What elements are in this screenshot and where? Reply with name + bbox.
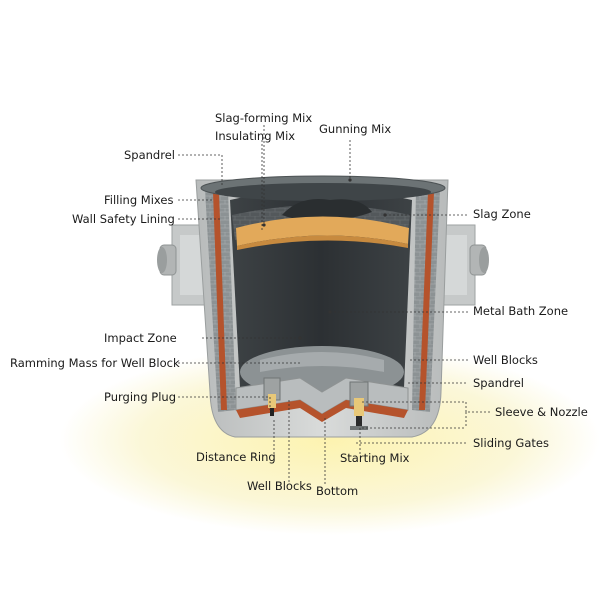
label-ramming-mass: Ramming Mass for Well Block xyxy=(10,356,180,370)
label-spandrel-top: Spandrel xyxy=(124,148,175,162)
label-impact-zone: Impact Zone xyxy=(104,331,177,345)
label-slag-zone: Slag Zone xyxy=(473,207,531,221)
label-filling-mixes: Filling Mixes xyxy=(104,193,173,207)
label-starting-mix: Starting Mix xyxy=(340,451,409,465)
label-well-blocks-right: Well Blocks xyxy=(473,353,538,367)
label-distance-ring: Distance Ring xyxy=(196,450,276,464)
label-sliding-gates: Sliding Gates xyxy=(473,436,549,450)
label-spandrel-right: Spandrel xyxy=(473,376,524,390)
label-sleeve-nozzle: Sleeve & Nozzle xyxy=(495,405,588,419)
label-bottom: Bottom xyxy=(316,484,358,498)
label-metal-bath-zone: Metal Bath Zone xyxy=(473,304,568,318)
label-purging-plug: Purging Plug xyxy=(104,390,176,404)
label-slag-forming-mix: Slag-forming Mix xyxy=(215,111,312,125)
label-well-blocks-bottom: Well Blocks xyxy=(247,479,312,493)
label-gunning-mix: Gunning Mix xyxy=(319,122,391,136)
label-wall-safety-lining: Wall Safety Lining xyxy=(72,212,175,226)
label-insulating-mix: Insulating Mix xyxy=(215,129,295,143)
